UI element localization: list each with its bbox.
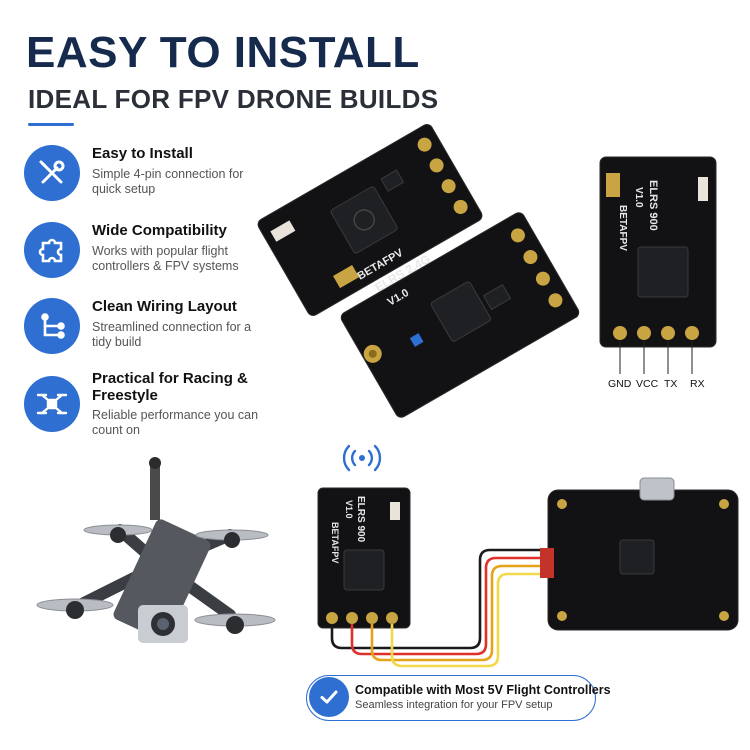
receiver-board-elrs900: ELRS 900 V1.0 BETAFPV: [599, 156, 717, 348]
pin-label-rx: RX: [690, 378, 705, 390]
feature-desc: Works with popular flight controllers & …: [92, 244, 239, 273]
wire-vcc: [350, 556, 548, 656]
feature-wiring: Clean Wiring Layout Streamlined connecti…: [24, 298, 274, 370]
feature-title: Clean Wiring Layout: [92, 298, 237, 315]
pin-leader-lines: [619, 340, 693, 374]
wire-tx: [370, 564, 548, 662]
feature-desc: Simple 4-pin connection for quick setup: [92, 167, 244, 196]
fpv-drone-image: [36, 457, 276, 643]
receiver-brand-label: BETAFPV: [330, 522, 340, 563]
pin-label-gnd: GND: [608, 378, 632, 390]
pin-label-tx: TX: [664, 378, 678, 390]
page-title: EASY TO INSTALL: [26, 28, 420, 77]
page-subtitle: IDEAL FOR FPV DRONE BUILDS: [28, 84, 439, 114]
board-version-label: V1.0: [633, 187, 644, 208]
feature-desc: Reliable performance you can count on: [92, 408, 259, 437]
board-model-label: ELRS 900: [647, 180, 659, 231]
feature-desc: Streamlined connection for a tidy build: [92, 320, 252, 349]
receiver-board-esp: BETAFPV: [257, 124, 483, 316]
receiver-version-label: V1.0: [344, 500, 354, 519]
receiver-board-elrs24: ELRS 2.4G V1.0: [340, 212, 580, 418]
compatibility-badge: Compatible with Most 5V Flight Controlle…: [306, 675, 611, 721]
wiring-icon: [24, 298, 80, 354]
wrench-screwdriver-icon: [24, 145, 80, 201]
board-brand-label: BETAFPV: [617, 205, 628, 251]
feature-racing: Practical for Racing & Freestyle Reliabl…: [24, 370, 274, 460]
puzzle-icon: [24, 222, 80, 278]
wireless-signal-icon: [342, 444, 382, 472]
title-underline: [28, 123, 74, 126]
feature-title: Practical for Racing & Freestyle: [92, 370, 248, 404]
receiver-model-label: ELRS 900: [355, 496, 366, 543]
feature-compatibility: Wide Compatibility Works with popular fl…: [24, 222, 274, 294]
wire-gnd: [330, 548, 548, 650]
drone-icon: [24, 376, 80, 432]
checkmark-icon: [309, 677, 349, 717]
badge-subtitle: Seamless integration for your FPV setup: [355, 699, 553, 711]
wire-rx: [390, 572, 548, 668]
pin-label-vcc: VCC: [636, 378, 659, 390]
feature-easy-install: Easy to Install Simple 4-pin connection …: [24, 145, 274, 217]
badge-title: Compatible with Most 5V Flight Controlle…: [355, 683, 611, 697]
wiring-diagram: ELRS 900 V1.0 BETAFPV: [317, 477, 739, 668]
feature-title: Easy to Install: [92, 145, 193, 162]
feature-title: Wide Compatibility: [92, 222, 227, 239]
